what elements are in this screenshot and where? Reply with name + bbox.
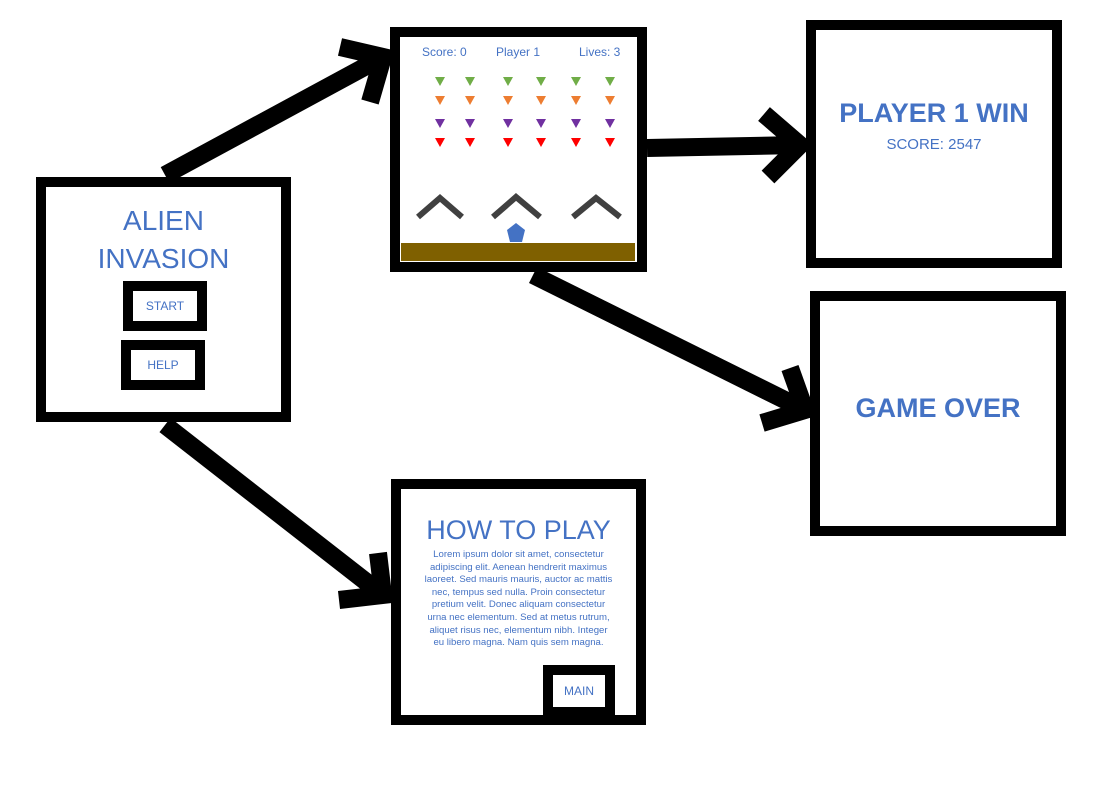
alien-icon <box>435 119 445 128</box>
shield-left <box>416 194 464 220</box>
alien-icon <box>605 119 615 128</box>
arrow-game-to-gameover <box>528 266 810 419</box>
alien-icon <box>571 77 581 86</box>
alien-icon <box>503 77 513 86</box>
alien-icon <box>571 96 581 105</box>
arrowhead-menu-to-game <box>337 38 395 105</box>
main-button[interactable]: MAIN <box>543 665 615 717</box>
game-over-screen: GAME OVER <box>810 291 1066 536</box>
win-title: PLAYER 1 WIN <box>839 98 1029 128</box>
alien-icon <box>435 77 445 86</box>
lives-readout: Lives: 3 <box>579 45 621 59</box>
help-title: HOW TO PLAY <box>426 515 611 545</box>
game-field <box>401 77 635 261</box>
score-readout: Score: 0 <box>422 45 467 59</box>
alien-icon <box>536 77 546 86</box>
how-to-play-screen: HOW TO PLAY Lorem ipsum dolor sit amet, … <box>391 479 646 725</box>
help-body-text: Lorem ipsum dolor sit amet, consectetur … <box>424 549 613 649</box>
alien-icon <box>605 138 615 147</box>
alien-icon <box>605 96 615 105</box>
win-screen: PLAYER 1 WIN SCORE: 2547 <box>806 20 1062 268</box>
alien-icon <box>465 77 475 86</box>
alien-icon <box>435 138 445 147</box>
alien-icon <box>503 96 513 105</box>
main-menu-screen: ALIEN INVASION START HELP <box>36 177 291 422</box>
alien-icon <box>465 138 475 147</box>
alien-icon <box>465 96 475 105</box>
alien-icon <box>536 96 546 105</box>
gameplay-screen: Score: 0 Player 1 Lives: 3 <box>390 27 647 272</box>
player-readout: Player 1 <box>496 45 541 59</box>
arrowhead-game-to-gameover <box>759 364 817 432</box>
arrowhead-menu-to-help <box>337 551 394 609</box>
arrow-game-to-win <box>646 136 801 157</box>
alien-icon <box>571 138 581 147</box>
shields <box>416 193 622 220</box>
player-ship <box>507 223 525 242</box>
alien-icon <box>465 119 475 128</box>
arrowhead-game-to-win <box>758 107 814 184</box>
alien-icon <box>503 138 513 147</box>
alien-icon <box>435 96 445 105</box>
game-over-title: GAME OVER <box>855 393 1021 423</box>
alien-icon <box>536 138 546 147</box>
arrow-menu-to-help <box>159 417 389 603</box>
shield-right <box>571 194 622 220</box>
win-score: SCORE: 2547 <box>886 136 982 153</box>
arrow-menu-to-game <box>160 49 388 183</box>
menu-title-line1: ALIEN <box>123 205 204 236</box>
alien-icon <box>503 119 513 128</box>
help-button[interactable]: HELP <box>121 340 205 390</box>
alien-icon <box>536 119 546 128</box>
alien-icon <box>605 77 615 86</box>
shield-middle <box>491 193 542 220</box>
start-button[interactable]: START <box>123 281 207 331</box>
menu-title-line2: INVASION <box>97 243 230 274</box>
alien-grid <box>435 77 615 147</box>
alien-icon <box>571 119 581 128</box>
ground <box>401 243 635 261</box>
